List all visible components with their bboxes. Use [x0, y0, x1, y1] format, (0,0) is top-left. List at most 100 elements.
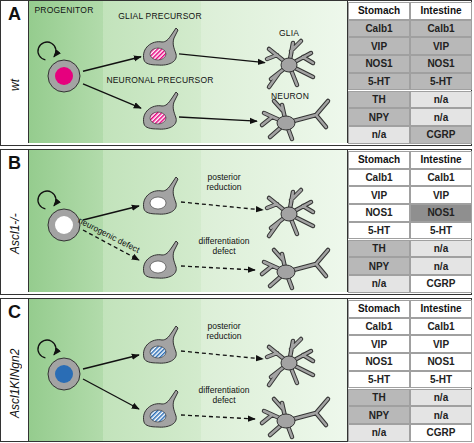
table-cell: NPY: [348, 406, 410, 424]
table-cell: CGRP: [410, 424, 472, 442]
lineage-arrow: [83, 206, 139, 220]
panel-letter: A: [1, 4, 28, 24]
table-cell: Intestine: [410, 300, 472, 318]
table-cell: Calb1: [348, 318, 410, 336]
table-cell: NOS1: [348, 204, 410, 222]
table-cell: NOS1: [348, 353, 410, 371]
table-cell: NOS1: [410, 353, 472, 371]
table-cell: NOS1: [410, 204, 472, 222]
annotation-text: posterior reduction: [193, 172, 255, 192]
background-bands: [29, 299, 348, 441]
precursor-cell: [143, 177, 178, 214]
table-cell: 5-HT: [348, 222, 410, 240]
self-renewal-arrow: [38, 191, 56, 209]
lineage-arrow: [83, 57, 141, 72]
lineage-arrow-dashed: [181, 415, 255, 419]
table-cell: VIP: [410, 186, 472, 204]
nucleus: [55, 365, 73, 383]
table-cell: 5-HT: [348, 73, 410, 91]
table-cell: TH: [348, 91, 410, 109]
lineage-arrow-dashed: [181, 351, 263, 359]
table-cell: TH: [348, 240, 410, 258]
precursor-cell: [143, 326, 178, 363]
cell-node: GLIAL PRECURSOR: [141, 37, 179, 67]
precursor-cell: [143, 28, 178, 65]
table-cell: TH: [348, 389, 410, 407]
table-cell: n/a: [348, 275, 410, 293]
cell-heading: PROGENITOR: [35, 5, 94, 15]
table-cell: Calb1: [410, 318, 472, 336]
table-cell: VIP: [348, 186, 410, 204]
genotype-label: Ascl1KINgn2: [3, 329, 27, 437]
table-cell: Intestine: [410, 151, 472, 169]
nucleus: [150, 112, 166, 124]
table-cell: VIP: [348, 335, 410, 353]
panel-a-art: [29, 1, 348, 143]
table-cell: n/a: [410, 389, 472, 407]
progenitor-cell: [48, 60, 80, 92]
cell-node: PROGENITOR: [45, 57, 83, 95]
lineage-arrow: [179, 117, 257, 121]
genotype-label: Ascl1-/-: [3, 180, 27, 288]
panel-b-art: [29, 150, 348, 292]
cell-heading: NEURONAL PRECURSOR: [106, 75, 213, 85]
self-renewal-arrow: [38, 42, 56, 60]
lineage-arrow: [83, 84, 141, 108]
table-cell: 5-HT: [410, 73, 472, 91]
panel-letter: C: [1, 302, 28, 322]
table-cell: VIP: [410, 37, 472, 55]
table-cell: n/a: [348, 126, 410, 144]
cell-heading: NEURON: [271, 91, 309, 101]
table-cell: VIP: [410, 335, 472, 353]
lineage-arrow: [83, 379, 139, 409]
glia-cell: [267, 190, 313, 236]
table-cell: CGRP: [410, 275, 472, 293]
table-cell: Intestine: [410, 2, 472, 20]
nucleus: [55, 67, 73, 85]
table-cell: NPY: [348, 108, 410, 126]
glia-cell: [267, 339, 313, 385]
background-bands: [29, 150, 348, 292]
table-cell: 5-HT: [348, 371, 410, 389]
progenitor-cell: [48, 209, 80, 241]
table-cell: 5-HT: [410, 222, 472, 240]
table-cell: n/a: [410, 240, 472, 258]
cell-node: GLIA: [265, 42, 313, 88]
table-cell: n/a: [410, 108, 472, 126]
nucleus: [150, 197, 166, 209]
annotation-text: posterior reduction: [193, 321, 255, 341]
table-cell: CGRP: [410, 126, 472, 144]
annotation-text: differentiation defect: [189, 236, 259, 256]
table-cell: Stomach: [348, 2, 410, 20]
table-cell: 5-HT: [410, 371, 472, 389]
table-cell: Stomach: [348, 300, 410, 318]
cell-node: NEURONAL PRECURSOR: [141, 101, 179, 131]
table-cell: n/a: [410, 91, 472, 109]
lineage-arrow: [179, 54, 265, 63]
precursor-cell: [143, 92, 178, 129]
nucleus: [150, 48, 166, 60]
table-cell: NPY: [348, 257, 410, 275]
nucleus: [150, 261, 166, 273]
annotation-text: differentiation defect: [189, 385, 259, 405]
lineage-arrow-dashed: [181, 202, 263, 210]
table-cell: Calb1: [410, 169, 472, 187]
lineage-arrow: [83, 355, 139, 369]
cell-heading: GLIA: [279, 28, 299, 38]
progenitor-cell: [48, 358, 80, 390]
nucleus: [55, 216, 73, 234]
self-renewal-arrow: [38, 340, 56, 358]
table-cell: Calb1: [410, 20, 472, 38]
panel-box: BAscl1-/-posterior reductionneurogenic d…: [0, 149, 472, 295]
background-bands: [29, 1, 348, 143]
panel-box: AwtPROGENITORGLIAL PRECURSORNEURONAL PRE…: [0, 0, 472, 146]
table-cell: Calb1: [348, 20, 410, 38]
lineage-arrow-dashed: [181, 266, 255, 270]
table-cell: Calb1: [348, 169, 410, 187]
table-cell: n/a: [410, 406, 472, 424]
neuron-cell: [262, 101, 328, 139]
table-cell: NOS1: [410, 55, 472, 73]
precursor-cell: [143, 390, 178, 427]
table-cell: NOS1: [348, 55, 410, 73]
